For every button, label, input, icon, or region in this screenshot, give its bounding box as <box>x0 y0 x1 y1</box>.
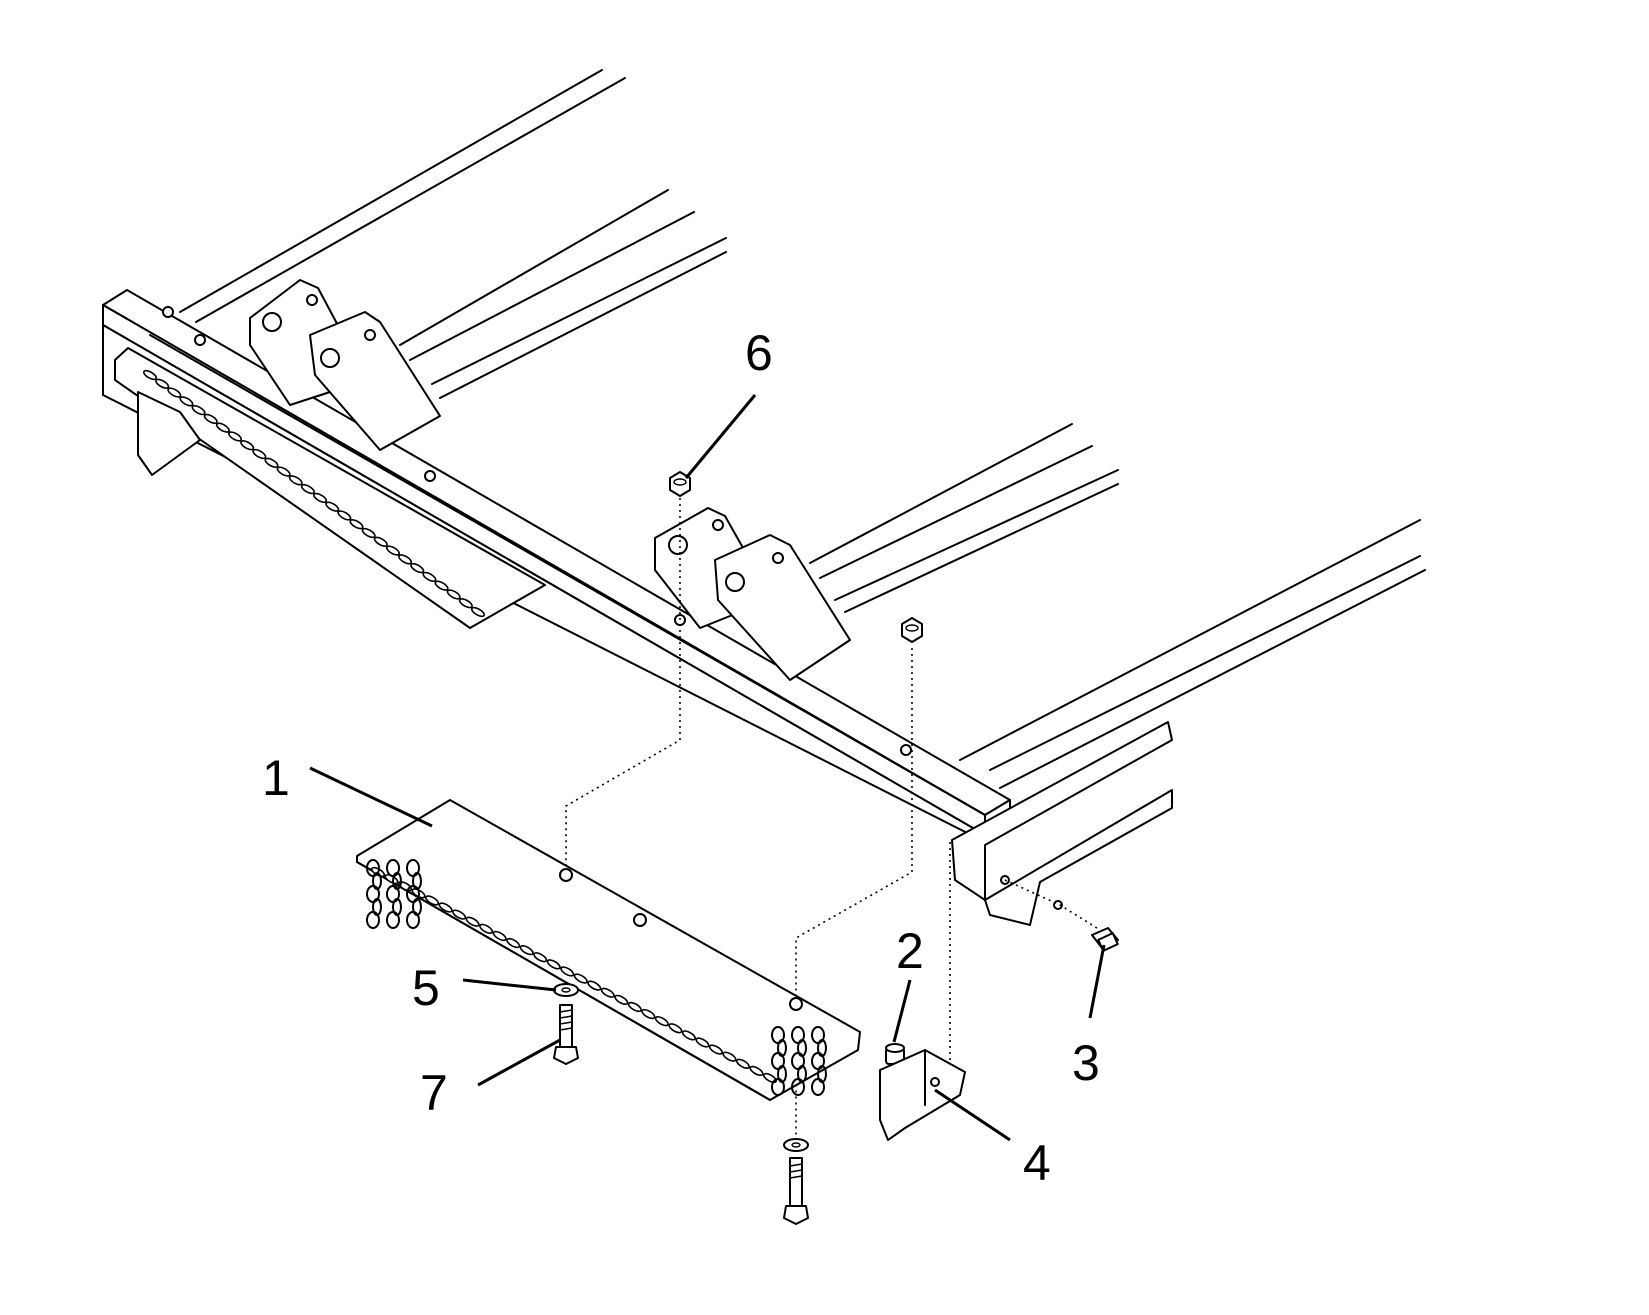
washer-part-5 <box>553 983 579 997</box>
plate-slot <box>668 1023 683 1034</box>
shield-slot <box>361 527 376 539</box>
callout-leaders <box>309 394 1106 1142</box>
plate-slot <box>722 1051 737 1062</box>
shield-slot <box>179 396 194 407</box>
plate-slot <box>587 980 602 991</box>
plate-slot <box>762 1072 778 1084</box>
nut-part-6-right <box>901 617 923 643</box>
shield-slot <box>325 501 340 512</box>
shield-slot <box>313 492 328 504</box>
plate-slot <box>627 1001 642 1013</box>
callout-6: 6 <box>745 325 773 381</box>
shield-slot <box>191 404 206 416</box>
shield-slot <box>422 571 437 583</box>
plate-slot <box>519 944 534 956</box>
shield-slot <box>458 598 473 609</box>
cross-tube <box>102 289 1011 843</box>
callout-5: 5 <box>412 960 440 1016</box>
shield-slot <box>470 606 486 618</box>
plate-slot <box>573 973 588 984</box>
plate-slot <box>438 902 453 913</box>
callout-4: 4 <box>1023 1135 1051 1191</box>
washer-part-5-right <box>783 1138 809 1152</box>
bolt-part-7-right <box>783 1157 809 1225</box>
shield-plate-part-1 <box>356 799 861 1101</box>
shield-slot <box>373 536 388 547</box>
chain-right <box>771 1026 827 1096</box>
shield-slot <box>142 369 158 381</box>
shield-slot <box>349 519 364 530</box>
chain-link <box>386 911 400 929</box>
callout-7: 7 <box>420 1065 448 1121</box>
shield-slot <box>398 554 413 565</box>
shield-slot <box>155 378 170 389</box>
shield-slot <box>215 422 230 433</box>
chain-link <box>406 911 420 929</box>
shield-slot <box>240 440 255 451</box>
frame-rails <box>179 69 1426 789</box>
callout-3: 3 <box>1072 1035 1100 1091</box>
plate-slot <box>614 994 629 1006</box>
chain-link <box>771 1078 785 1096</box>
shield-slot <box>337 510 352 521</box>
chain-link <box>366 911 380 929</box>
plate-slot <box>654 1016 669 1027</box>
shield-slot <box>264 457 279 468</box>
spacer-part-2 <box>885 1043 905 1065</box>
plate-slot <box>641 1008 656 1020</box>
mounting-bracket-center-pair <box>654 507 851 681</box>
rear-angle-bracket <box>951 721 1173 926</box>
shield-slot <box>300 483 315 495</box>
chain-left <box>366 859 422 929</box>
plate-slot <box>479 923 494 934</box>
shield-slot <box>288 475 303 486</box>
plate-slot <box>560 966 575 977</box>
callout-2: 2 <box>896 923 924 979</box>
shield-slot <box>385 545 401 556</box>
shield-slot <box>227 431 243 442</box>
plate-slot <box>465 916 480 927</box>
shield-slot <box>434 580 449 591</box>
callout-1: 1 <box>262 750 290 806</box>
shield-slot <box>446 589 461 600</box>
plate-slot <box>452 909 467 920</box>
plate-slot <box>492 930 507 942</box>
shield-slot <box>252 448 267 460</box>
plate-slot <box>708 1044 723 1055</box>
plate-slot <box>506 937 521 949</box>
mounting-bracket-left-pair <box>249 279 441 451</box>
shield-slot <box>203 413 218 425</box>
shield-slot <box>410 562 425 574</box>
bolt-part-7 <box>553 1004 579 1065</box>
plate-slot <box>681 1030 696 1041</box>
plate-slot <box>735 1058 751 1069</box>
plate-slot <box>695 1037 710 1048</box>
bracket-part-4 <box>879 1049 966 1141</box>
chain-link <box>811 1078 825 1096</box>
plate-slot <box>425 895 440 906</box>
plate-slot <box>600 987 615 998</box>
plate-slot <box>749 1065 764 1077</box>
existing-slotted-shield <box>114 347 546 629</box>
plate-slot <box>533 952 548 963</box>
chain-link <box>791 1078 805 1096</box>
nut-part-6 <box>669 471 691 497</box>
callout-labels: 1 2 3 4 5 6 7 <box>262 325 1100 1191</box>
plate-slot <box>546 959 561 970</box>
shield-slot <box>167 387 182 398</box>
shield-slot <box>276 466 291 477</box>
